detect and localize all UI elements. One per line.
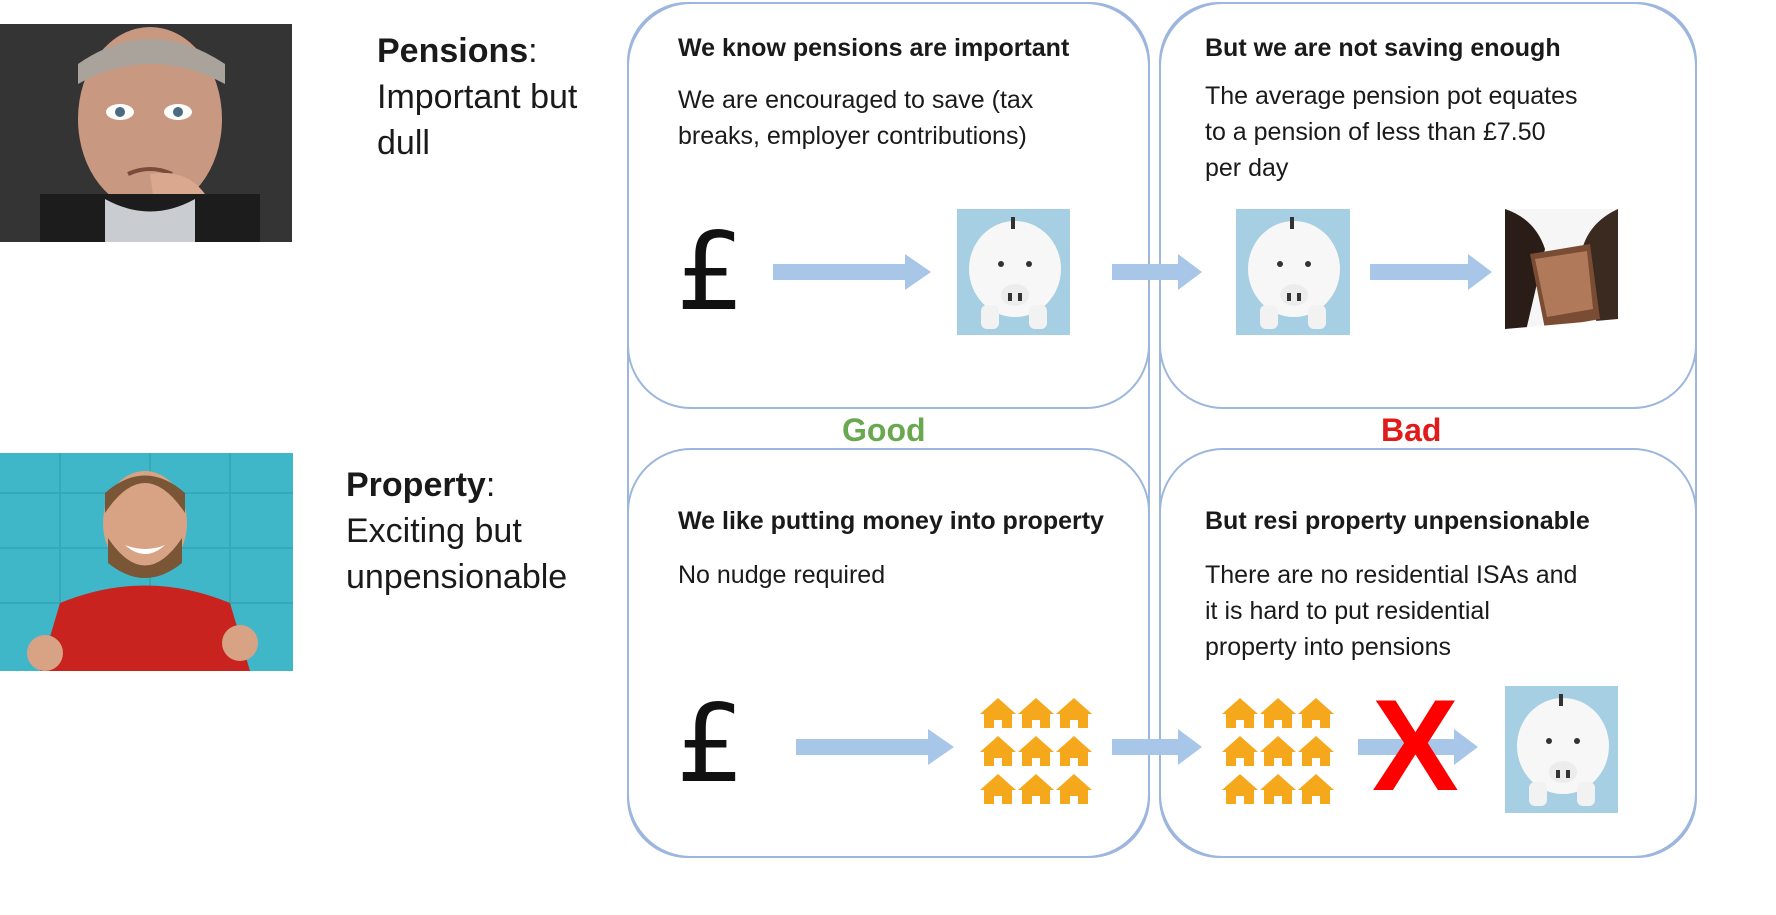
cross-icon: X: [1372, 672, 1459, 818]
piggy-bank-icon: [1505, 686, 1618, 813]
br-body-line-3: property into pensions: [1205, 633, 1451, 661]
property-line3: unpensionable: [346, 558, 568, 596]
tr-body-line-3: per day: [1205, 154, 1289, 182]
property-keyword: Property: [346, 466, 486, 504]
pensions-line2: Important but: [377, 78, 578, 116]
pensions-heading: Pensions: Important but dull: [377, 28, 577, 166]
quadrant-bottom-right: [1159, 448, 1697, 858]
tr-body: The average pension pot equates to a pen…: [1205, 78, 1578, 186]
quadrant-bottom-left: [627, 448, 1150, 858]
br-body-line-2: it is hard to put residential: [1205, 597, 1490, 625]
tl-body-line-2: breaks, employer contributions): [678, 122, 1027, 150]
tr-body-line-1: The average pension pot equates: [1205, 82, 1578, 110]
br-body-line-1: There are no residential ISAs and: [1205, 561, 1578, 589]
tl-body-line-1: We are encouraged to save (tax: [678, 86, 1034, 114]
bad-label: Bad: [1381, 412, 1442, 448]
wallet-icon: [1505, 209, 1618, 335]
pound-sign-icon: £: [676, 682, 745, 807]
tl-title: We know pensions are important: [678, 34, 1070, 62]
quadrant-top-left: [627, 2, 1150, 409]
br-title: But resi property unpensionable: [1205, 507, 1590, 535]
houses-icon-grid: [1222, 698, 1334, 804]
tl-body: We are encouraged to save (tax breaks, e…: [678, 82, 1033, 154]
br-body: There are no residential ISAs and it is …: [1205, 557, 1577, 665]
piggy-bank-icon: [957, 209, 1070, 335]
piggy-bank-icon: [1236, 209, 1350, 335]
property-line2: Exciting but: [346, 512, 522, 550]
good-label: Good: [842, 412, 926, 448]
arrow-right-icon: [1370, 254, 1492, 290]
quadrant-top-right: [1159, 2, 1697, 409]
property-colon: :: [485, 466, 496, 504]
arrow-right-icon: [1112, 254, 1202, 290]
bl-body-line-1: No nudge required: [678, 561, 886, 589]
arrow-right-icon: [1358, 729, 1478, 765]
tr-title: But we are not saving enough: [1205, 34, 1561, 62]
pensions-colon: :: [528, 32, 538, 70]
pensions-keyword: Pensions: [377, 32, 529, 70]
bl-body: No nudge required: [678, 557, 885, 593]
property-heading: Property: Exciting but unpensionable: [346, 462, 567, 600]
pound-sign-icon: £: [676, 210, 745, 335]
bl-title: We like putting money into property: [678, 507, 1104, 535]
tr-body-line-2: to a pension of less than £7.50: [1205, 118, 1546, 146]
arrow-right-icon: [796, 729, 954, 765]
photo-bored-man: [0, 24, 292, 242]
arrow-right-icon: [773, 254, 931, 290]
pensions-line3: dull: [377, 124, 430, 162]
houses-icon-grid: [980, 698, 1092, 804]
arrow-right-icon: [1112, 729, 1202, 765]
photo-happy-man: [0, 453, 293, 671]
